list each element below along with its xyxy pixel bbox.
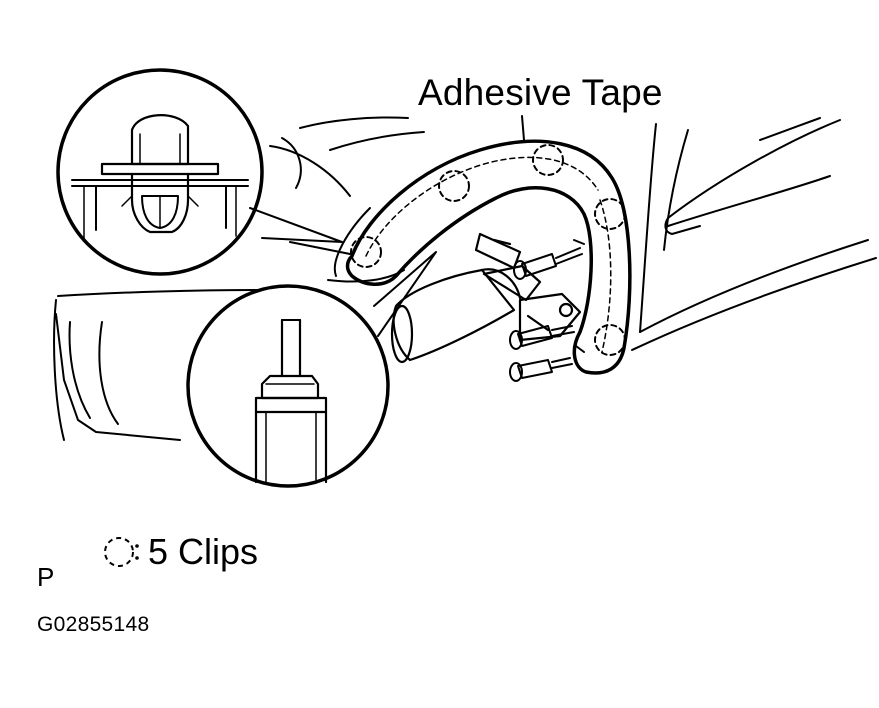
clip-marker (532, 144, 564, 176)
legend-text: 5 Clips (148, 531, 259, 572)
trim-bezel (327, 139, 632, 375)
screws (509, 239, 585, 382)
screw (509, 357, 573, 382)
clip-marker (438, 170, 470, 202)
screw (509, 325, 575, 350)
dashed-circle-icon (104, 537, 139, 567)
clip-marker (594, 198, 626, 230)
clip-detail-callout (56, 68, 343, 276)
adhesive-tape-label: Adhesive Tape (418, 72, 663, 113)
screw (513, 247, 583, 280)
connector-detail-callout (186, 251, 437, 488)
body-panel-outline (53, 116, 877, 441)
view-letter: P (37, 562, 55, 592)
clip-markers (350, 144, 626, 356)
tape-leader-line (521, 115, 525, 141)
clip-marker (350, 236, 382, 268)
clip-marker (594, 324, 626, 356)
clip-legend: 5 Clips (102, 530, 258, 574)
figure-code: G02855148 (37, 613, 150, 636)
